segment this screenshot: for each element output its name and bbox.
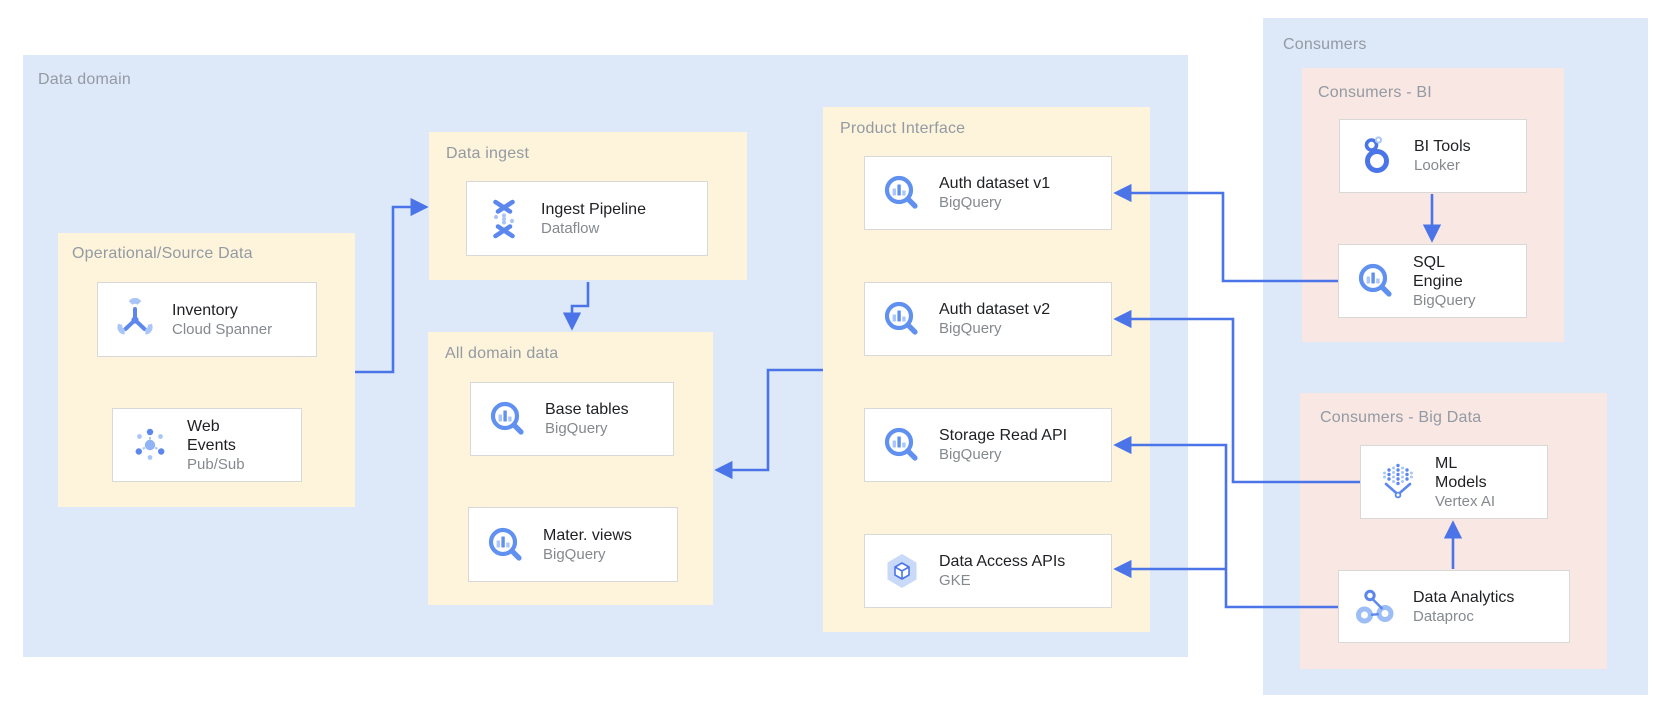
card-title: Auth dataset v2 [939, 301, 1051, 318]
card-subtitle: Cloud Spanner [172, 320, 273, 338]
card-title: SQL Engine [1413, 253, 1463, 290]
data-ingest-label: Data ingest [446, 145, 530, 162]
gke-icon [880, 549, 924, 593]
card-mater-views: Mater. views BigQuery [468, 507, 678, 582]
card-ml-models: ML Models Vertex AI [1360, 445, 1548, 519]
card-subtitle: BigQuery [1413, 291, 1476, 309]
card-web-events: Web Events Pub/Sub [112, 408, 302, 482]
bigquery-icon [486, 397, 530, 441]
data-domain-label: Data domain [38, 71, 131, 88]
card-inventory: Inventory Cloud Spanner [97, 282, 317, 357]
card-title: Base tables [545, 401, 629, 418]
card-bi-tools: BI Tools Looker [1339, 119, 1527, 193]
consumers-label: Consumers [1283, 36, 1367, 53]
bigquery-icon [880, 297, 924, 341]
operational-source-data-label: Operational/Source Data [72, 245, 253, 262]
card-base-tables: Base tables BigQuery [470, 382, 674, 456]
card-subtitle: Dataproc [1413, 607, 1474, 625]
card-data-analytics: Data Analytics Dataproc [1338, 570, 1570, 643]
card-title: Web Events [187, 417, 236, 454]
cloud-spanner-icon [113, 297, 157, 342]
card-subtitle: GKE [939, 572, 971, 589]
bigquery-icon [880, 171, 924, 215]
card-storage-read-api: Storage Read API BigQuery [864, 408, 1112, 482]
card-title: ML Models [1435, 454, 1487, 491]
card-title: BI Tools [1414, 138, 1471, 155]
bigquery-icon [880, 423, 924, 467]
card-subtitle: BigQuery [939, 446, 1002, 463]
vertex-ai-icon [1376, 460, 1420, 504]
pubsub-icon [128, 423, 172, 467]
all-domain-data-label: All domain data [445, 345, 559, 362]
card-subtitle: Vertex AI [1435, 492, 1496, 510]
looker-icon [1355, 134, 1399, 178]
card-title: Auth dataset v1 [939, 175, 1051, 192]
card-subtitle: BigQuery [939, 194, 1002, 211]
card-title: Inventory [172, 301, 238, 319]
card-auth-dataset-v2: Auth dataset v2 BigQuery [864, 282, 1112, 356]
card-title: Data Access APIs [939, 553, 1066, 570]
bigquery-icon [1354, 259, 1398, 303]
card-title: Storage Read API [939, 427, 1068, 444]
card-subtitle: Dataflow [541, 219, 600, 237]
consumers-big-data-label: Consumers - Big Data [1320, 409, 1482, 426]
dataflow-icon [482, 197, 526, 241]
consumers-bi-label: Consumers - BI [1318, 84, 1432, 101]
card-subtitle: BigQuery [545, 420, 608, 437]
bigquery-icon [484, 523, 528, 567]
card-title: Mater. views [543, 526, 632, 544]
card-ingest-pipeline: Ingest Pipeline Dataflow [466, 181, 708, 256]
card-sql-engine: SQL Engine BigQuery [1338, 244, 1527, 318]
card-data-access-apis: Data Access APIs GKE [864, 534, 1112, 608]
product-interface-label: Product Interface [840, 120, 966, 137]
card-title: Ingest Pipeline [541, 200, 646, 218]
card-title: Data Analytics [1413, 588, 1515, 606]
card-auth-dataset-v1: Auth dataset v1 BigQuery [864, 156, 1112, 230]
card-subtitle: BigQuery [939, 320, 1002, 337]
card-subtitle: Looker [1414, 157, 1460, 174]
card-subtitle: BigQuery [543, 545, 606, 563]
card-subtitle: Pub/Sub [187, 455, 245, 473]
dataproc-icon [1354, 585, 1398, 629]
